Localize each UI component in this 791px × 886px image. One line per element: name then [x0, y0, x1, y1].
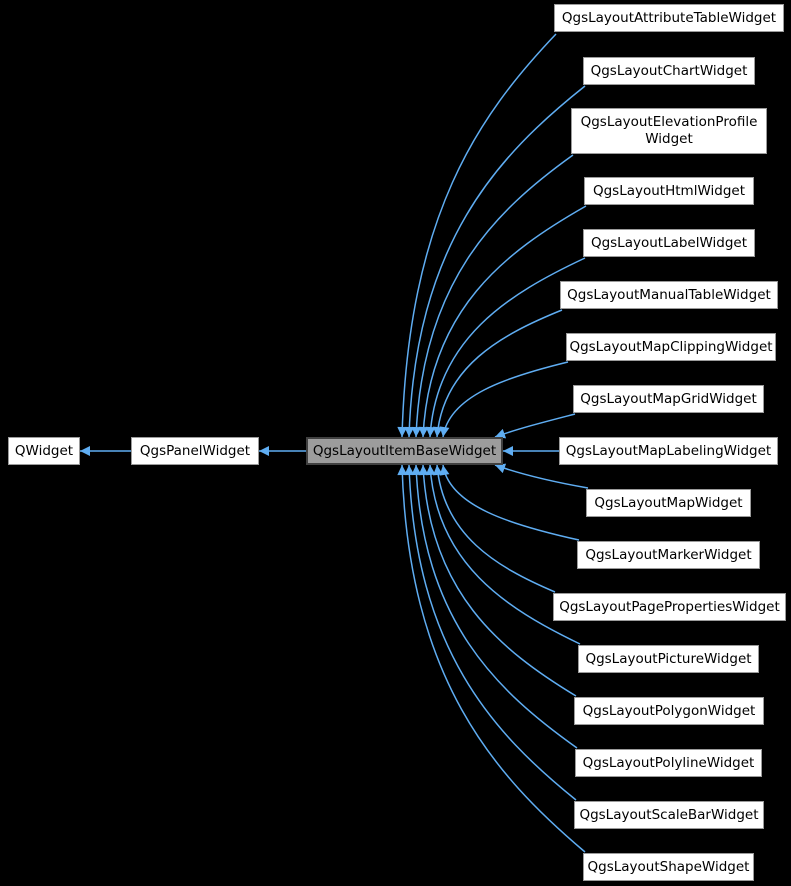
arrow-polygon-to-base	[418, 464, 577, 697]
arrow-mapgrid-to-base	[494, 413, 576, 439]
class-label: QgsLayoutMapClippingWidget	[569, 338, 773, 355]
arrow-pageproperties-to-base	[432, 464, 556, 593]
class-label: Widget	[645, 131, 693, 147]
class-node-qgslayoutscalebarwidget[interactable]: QgsLayoutScaleBarWidget	[574, 801, 764, 829]
class-label: QgsLayoutLabelWidget	[590, 234, 748, 251]
class-label: QgsLayoutPagePropertiesWidget	[559, 598, 780, 615]
class-label: QgsLayoutChartWidget	[590, 62, 748, 79]
class-node-qgslayoutattributetablewidget[interactable]: QgsLayoutAttributeTableWidget	[554, 4, 784, 32]
arrow-attributetable-to-base	[397, 33, 557, 438]
class-label: QgsLayoutMapGridWidget	[580, 390, 757, 407]
class-node-qgslayoutpolygonwidget[interactable]: QgsLayoutPolygonWidget	[574, 697, 764, 725]
class-label: QgsLayoutItemBaseWidget	[312, 442, 497, 459]
class-label: QgsLayoutManualTableWidget	[567, 286, 771, 303]
class-node-qgslayoutmapclippingwidget[interactable]: QgsLayoutMapClippingWidget	[566, 333, 776, 361]
arrow-mapclipping-to-base	[439, 361, 569, 438]
class-label: QgsLayoutMapLabelingWidget	[565, 442, 772, 459]
class-label: QgsLayoutPolylineWidget	[582, 754, 755, 771]
arrow-html-to-base	[418, 205, 587, 438]
arrow-polyline-to-base	[411, 464, 578, 749]
class-node-qwidget[interactable]: QWidget	[8, 437, 80, 465]
class-node-qgslayouthtmlwidget[interactable]: QgsLayoutHtmlWidget	[584, 177, 754, 205]
class-node-qgslayoutmapgridwidget[interactable]: QgsLayoutMapGridWidget	[573, 385, 764, 413]
class-label: QgsLayoutPictureWidget	[585, 650, 752, 667]
class-label: QgsLayoutAttributeTableWidget	[561, 9, 777, 26]
class-label: QgsLayoutHtmlWidget	[592, 182, 745, 199]
class-node-qgslayoutshapewidget[interactable]: QgsLayoutShapeWidget	[583, 853, 754, 881]
arrow-marker-to-base	[439, 464, 580, 541]
class-label: QWidget	[14, 442, 74, 459]
class-node-qgslayoutpagepropertieswidget[interactable]: QgsLayoutPagePropertiesWidget	[553, 593, 786, 621]
arrow-picture-to-base	[425, 464, 581, 645]
class-node-qgslayoutmaplabelingwidget[interactable]: QgsLayoutMapLabelingWidget	[559, 437, 778, 465]
class-node-qgslayoutmapwidget[interactable]: QgsLayoutMapWidget	[586, 489, 751, 517]
arrow-chart-to-base	[404, 85, 586, 438]
class-label: QgsLayoutPolygonWidget	[582, 702, 756, 719]
class-label: QgsLayoutMapWidget	[594, 494, 743, 511]
class-label: QgsLayoutShapeWidget	[587, 858, 750, 875]
arrow-shape-to-base	[397, 464, 586, 853]
class-label: QgsLayoutMarkerWidget	[585, 546, 752, 563]
class-label: QgsPanelWidget	[139, 442, 251, 459]
class-node-qgspanelwidget[interactable]: QgsPanelWidget	[131, 437, 259, 465]
arrow-scalebar-to-base	[404, 464, 577, 801]
class-node-qgslayoutpolylinewidget[interactable]: QgsLayoutPolylineWidget	[575, 749, 762, 777]
class-node-qgslayoutitembasewidget-current: QgsLayoutItemBaseWidget	[306, 437, 503, 465]
class-node-qgslayoutelevationprofilewidget[interactable]: QgsLayoutElevationProfile Widget	[571, 108, 767, 154]
arrow-elevationprofile-to-base	[411, 154, 574, 438]
class-node-qgslayoutpicturewidget[interactable]: QgsLayoutPictureWidget	[578, 645, 759, 673]
class-node-qgslayoutmanualtablewidget[interactable]: QgsLayoutManualTableWidget	[560, 281, 778, 309]
class-node-qgslayoutlabelwidget[interactable]: QgsLayoutLabelWidget	[583, 229, 755, 257]
arrow-map-to-base	[494, 463, 589, 489]
arrow-label-to-base	[425, 257, 586, 438]
class-label: QgsLayoutScaleBarWidget	[579, 806, 759, 823]
arrow-manualtable-to-base	[432, 309, 563, 438]
class-label: QgsLayoutElevationProfile	[580, 114, 758, 131]
class-node-qgslayoutmarkerwidget[interactable]: QgsLayoutMarkerWidget	[577, 541, 760, 569]
class-node-qgslayoutchartwidget[interactable]: QgsLayoutChartWidget	[583, 57, 755, 85]
